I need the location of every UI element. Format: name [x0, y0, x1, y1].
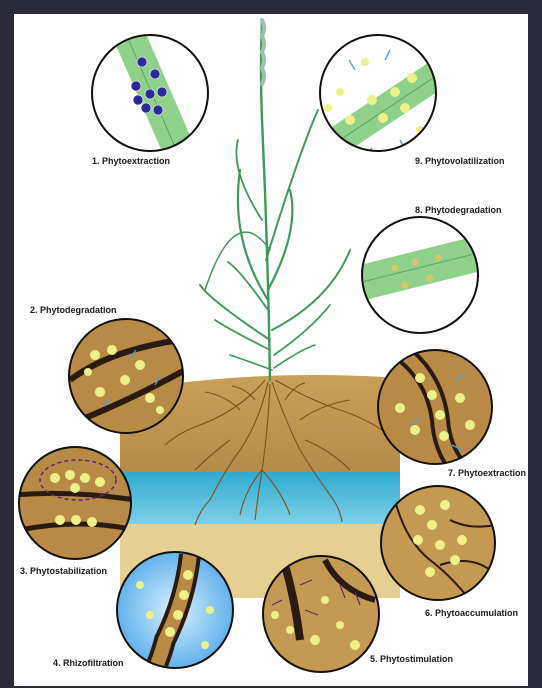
label-phytodegradation-2: 2. Phytodegradation: [30, 305, 117, 315]
label-phytoaccumulation-6: 6. Phytoaccumulation: [425, 608, 518, 618]
label-phytoextraction-7: 7. Phytoextraction: [448, 468, 526, 478]
circle-1-phytoextraction: [92, 20, 208, 170]
label-phytovolatilization-9: 9. Phytovolatilization: [415, 156, 505, 166]
label-rhizofiltration-4: 4. Rhizofiltration: [53, 658, 124, 668]
circle-9-phytovolatilization: [320, 35, 455, 160]
circle-4-rhizofiltration: [117, 552, 233, 680]
circle-8-phytodegradation: [360, 217, 485, 333]
circle-2-phytodegradation: [69, 319, 185, 433]
label-phytostimulation-5: 5. Phytostimulation: [370, 654, 453, 664]
label-phytostabilization-3: 3. Phytostabilization: [20, 566, 107, 576]
circle-6-phytoaccumulation: [381, 486, 495, 600]
label-phytoextraction-1: 1. Phytoextraction: [92, 156, 170, 166]
circle-5-phytostimulation: [263, 556, 379, 672]
circle-3-phytostabilization: [15, 447, 135, 559]
label-phytodegradation-8: 8. Phytodegradation: [415, 205, 502, 215]
